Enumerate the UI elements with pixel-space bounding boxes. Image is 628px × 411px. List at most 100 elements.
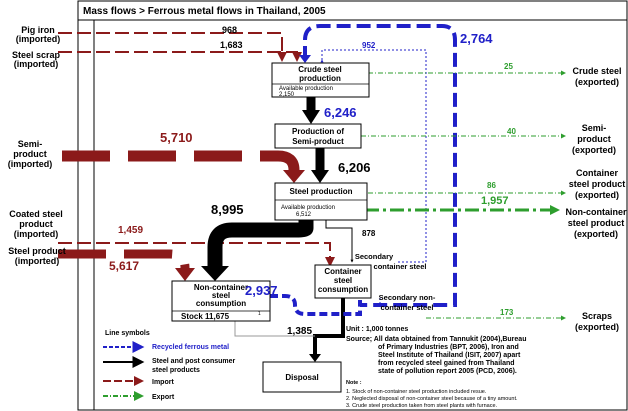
svg-text:steel product: steel product xyxy=(569,179,626,189)
coated-steel-flow xyxy=(58,242,335,267)
svg-text:consumption: consumption xyxy=(196,299,246,308)
svg-text:Semi-: Semi- xyxy=(582,123,607,133)
svg-text:product: product xyxy=(13,149,47,159)
to-disposal-arrow xyxy=(309,354,321,362)
svg-text:Steel production: Steel production xyxy=(289,187,352,196)
svg-text:Source; All data obtained from: Source; All data obtained from Tannukit … xyxy=(346,336,526,343)
svg-text:(imported): (imported) xyxy=(15,256,60,266)
svg-text:8,995: 8,995 xyxy=(211,202,244,217)
svg-text:Non-container: Non-container xyxy=(565,207,626,217)
svg-text:6,246: 6,246 xyxy=(324,105,357,120)
svg-text:Note :: Note : xyxy=(346,380,362,386)
recycled-main-loop xyxy=(303,24,457,307)
svg-text:6,512: 6,512 xyxy=(296,212,312,218)
steel-scrap-flow xyxy=(58,51,302,62)
semi-product-box: Production of Semi-product xyxy=(274,123,362,149)
svg-text:Steel product: Steel product xyxy=(8,246,66,256)
svg-text:173: 173 xyxy=(500,308,514,317)
output-labels: Crude steel (exported) Semi- product (ex… xyxy=(565,66,626,332)
svg-text:1,385: 1,385 xyxy=(287,326,312,337)
page-title: Mass flows > Ferrous metal flows in Thai… xyxy=(83,6,326,17)
svg-text:Coated steel: Coated steel xyxy=(9,209,63,219)
steel-production-box: Steel production Available production 6,… xyxy=(274,182,368,221)
svg-text:product: product xyxy=(577,134,611,144)
svg-text:968: 968 xyxy=(222,25,237,35)
svg-text:Production of: Production of xyxy=(292,127,344,136)
svg-text:Pig iron: Pig iron xyxy=(21,25,55,35)
svg-text:Available production: Available production xyxy=(281,205,335,211)
svg-text:from recycled steel gained fro: from recycled steel gained from Thailand xyxy=(378,360,515,367)
pig-iron-flow xyxy=(58,32,287,62)
svg-text:product: product xyxy=(19,219,53,229)
svg-text:(imported): (imported) xyxy=(14,229,59,239)
svg-text:878: 878 xyxy=(362,229,376,238)
steel-import-flow xyxy=(58,249,190,270)
svg-text:consumption: consumption xyxy=(318,285,368,294)
crude-steel-box: Crude steel production Available product… xyxy=(271,62,370,98)
svg-text:2,764: 2,764 xyxy=(460,31,493,46)
container-box: Container steel consumption xyxy=(314,264,372,299)
svg-text:Secondary non-: Secondary non- xyxy=(379,293,436,302)
svg-text:Export: Export xyxy=(152,394,175,401)
svg-text:1. Stock of non-container stee: 1. Stock of non-container steel producti… xyxy=(346,389,487,395)
annotations: Secondary container steel Secondary non-… xyxy=(346,252,526,409)
svg-text:(exported): (exported) xyxy=(575,190,619,200)
svg-text:production: production xyxy=(299,74,341,83)
svg-text:1: 1 xyxy=(258,311,261,317)
svg-text:Stock 11,675: Stock 11,675 xyxy=(181,312,230,321)
svg-text:Container: Container xyxy=(576,168,619,178)
steel-to-cont-arrow xyxy=(325,220,354,263)
svg-text:(exported): (exported) xyxy=(574,229,618,239)
svg-text:25: 25 xyxy=(504,62,513,71)
svg-text:(imported): (imported) xyxy=(14,59,59,69)
svg-text:1,683: 1,683 xyxy=(220,40,243,50)
svg-text:952: 952 xyxy=(362,41,376,50)
svg-text:1,957: 1,957 xyxy=(481,195,509,207)
recycled-top-loop xyxy=(320,49,427,263)
crude-to-semi-arrow xyxy=(302,110,320,124)
svg-text:6,206: 6,206 xyxy=(338,160,371,175)
legend: Line symbols Recycled ferrous metal Stee… xyxy=(103,330,236,401)
svg-text:Crude steel: Crude steel xyxy=(572,66,621,76)
diagram-frame xyxy=(77,0,628,411)
svg-text:(exported): (exported) xyxy=(572,145,616,155)
flow-values: 968 1,683 952 2,764 25 6,246 40 5,710 6,… xyxy=(109,25,516,337)
svg-text:Line symbols: Line symbols xyxy=(105,330,150,337)
svg-text:steel: steel xyxy=(334,276,352,285)
input-labels: Pig iron (imported) Steel scrap (importe… xyxy=(8,25,66,266)
steel-to-noncont-arrow xyxy=(201,266,229,281)
svg-text:container steel: container steel xyxy=(374,262,427,271)
noncontainer-box: Non-container steel consumption Stock 11… xyxy=(171,280,271,322)
svg-text:2. Neglected disposal of non-c: 2. Neglected disposal of non-container s… xyxy=(346,396,518,402)
svg-text:Available production: Available production xyxy=(279,86,333,92)
svg-text:Recycled ferrous metal: Recycled ferrous metal xyxy=(152,344,229,351)
svg-text:container steel: container steel xyxy=(381,303,434,312)
svg-text:Steel scrap: Steel scrap xyxy=(12,50,61,60)
svg-text:40: 40 xyxy=(507,127,516,136)
svg-text:Container: Container xyxy=(324,267,361,276)
svg-text:Disposal: Disposal xyxy=(285,373,318,382)
svg-text:steel: steel xyxy=(212,291,230,300)
svg-text:Unit : 1,000 tonnes: Unit : 1,000 tonnes xyxy=(346,326,408,333)
semi-import-flow xyxy=(62,150,300,172)
svg-text:Secondary: Secondary xyxy=(355,252,394,261)
svg-text:5,710: 5,710 xyxy=(160,130,193,145)
svg-text:Steel and post consumer: Steel and post consumer xyxy=(152,358,236,365)
svg-text:2,150: 2,150 xyxy=(279,92,295,98)
noncont-recycled-flow xyxy=(270,294,362,316)
disposal-box: Disposal xyxy=(262,361,342,393)
svg-text:steel product: steel product xyxy=(568,218,625,228)
svg-text:2,937: 2,937 xyxy=(245,283,278,298)
svg-text:Scraps: Scraps xyxy=(582,311,612,321)
svg-text:(imported): (imported) xyxy=(16,34,61,44)
svg-text:Steel Institute of Thailand (I: Steel Institute of Thailand (ISIT, 2007)… xyxy=(378,352,521,359)
svg-text:86: 86 xyxy=(487,181,496,190)
svg-text:Non-container: Non-container xyxy=(194,283,248,292)
svg-text:3. Crude steel production take: 3. Crude steel production taken from ste… xyxy=(346,403,497,409)
semi-to-steel-arrow xyxy=(311,170,329,183)
svg-text:(exported): (exported) xyxy=(575,77,619,87)
svg-text:Crude steel: Crude steel xyxy=(298,65,342,74)
svg-text:Semi-product: Semi-product xyxy=(292,137,344,146)
svg-text:of Primary Industries (BPT, 20: of Primary Industries (BPT, 2006), Iron … xyxy=(378,344,519,351)
